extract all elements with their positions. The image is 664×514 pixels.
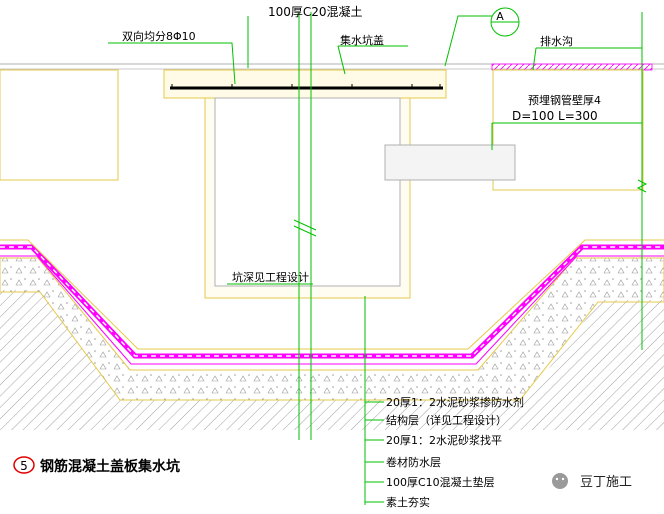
- layer-6-label: 素土夯实: [386, 495, 430, 509]
- layer-5-label: 100厚C10混凝土垫层: [386, 475, 495, 489]
- pipe-dims-label: D=100 L=300: [512, 109, 598, 123]
- rebar-label: 双向均分8Φ10: [122, 29, 196, 43]
- section-marker-a: [490, 7, 520, 37]
- pit-cover-label: 集水坑盖: [340, 33, 384, 47]
- break-mark-right: [636, 179, 648, 193]
- pit-walls: [204, 97, 411, 299]
- title-number: 5: [20, 459, 28, 473]
- layer-4-label: 卷材防水层: [386, 455, 441, 469]
- layer-3-label: 20厚1：2水泥砂浆找平: [386, 433, 502, 447]
- title-text: 钢筋混凝土盖板集水坑: [40, 458, 180, 475]
- waterproof-membrane: [0, 244, 664, 365]
- title-number-badge: [13, 456, 35, 474]
- pit-depth-label: 坑深见工程设计: [232, 270, 309, 284]
- drain-ditch-body: [492, 69, 644, 191]
- concrete-cushion: [0, 257, 664, 401]
- layer-1-label: 20厚1：2水泥砂浆掺防水剂: [386, 395, 524, 409]
- cover-slab: [163, 69, 447, 99]
- leader-lines: [108, 15, 642, 505]
- watermark-text: 豆丁施工: [580, 475, 632, 490]
- embedded-pipe: [384, 144, 516, 181]
- center-axis: [293, 12, 317, 440]
- slab-surface: [0, 63, 664, 181]
- drawing-title: 5 钢筋混凝土盖板集水坑: [13, 456, 180, 475]
- top-concrete-label: 100厚C20混凝土: [268, 4, 363, 19]
- watermark: 豆丁施工: [552, 473, 632, 490]
- drain-ditch-label: 排水沟: [540, 34, 573, 48]
- section-mark-label: A: [496, 10, 504, 23]
- embedded-pipe-label: 预埋钢管壁厚4: [528, 93, 601, 107]
- wechat-icon: [552, 473, 568, 489]
- inner-liner: [0, 239, 664, 350]
- layer-callouts: [365, 401, 384, 503]
- layer-2-label: 结构层（详见工程设计）: [386, 413, 507, 427]
- compacted-soil: [0, 290, 664, 430]
- drain-ditch-band: [491, 63, 653, 71]
